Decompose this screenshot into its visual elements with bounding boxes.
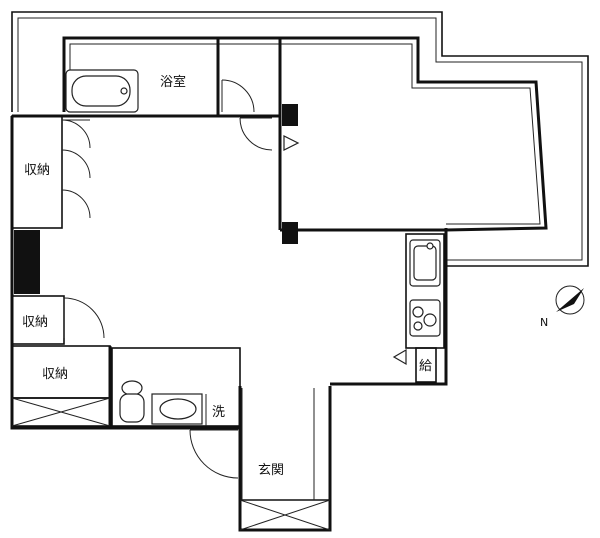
storage-lower	[11, 345, 111, 427]
entrance	[239, 388, 331, 531]
upper-rooms-outline	[62, 36, 548, 232]
storage-left-middle	[11, 295, 105, 345]
washroom-door	[189, 429, 239, 479]
bath-walls	[216, 38, 446, 232]
water-heater-label: 給	[419, 359, 432, 374]
pillars	[14, 104, 298, 294]
entrance-label: 玄関	[258, 463, 284, 478]
bath-door	[221, 79, 255, 113]
bathtub	[65, 69, 139, 113]
kitchen	[405, 233, 445, 349]
washroom-label: 洗	[212, 405, 225, 420]
balcony	[11, 11, 589, 267]
storage-left-upper-label: 収納	[24, 163, 50, 178]
apartment-walls	[10, 114, 448, 532]
markers	[283, 135, 407, 366]
bath-label: 浴室	[160, 74, 186, 90]
storage-lower-label: 収納	[42, 367, 68, 382]
hall-door	[239, 117, 273, 151]
compass-north-label: N	[540, 316, 548, 329]
water-heater	[415, 347, 437, 383]
compass	[555, 285, 585, 315]
washroom	[111, 347, 241, 427]
storage-left-middle-label: 収納	[22, 315, 48, 330]
storage-left-upper	[11, 115, 91, 229]
